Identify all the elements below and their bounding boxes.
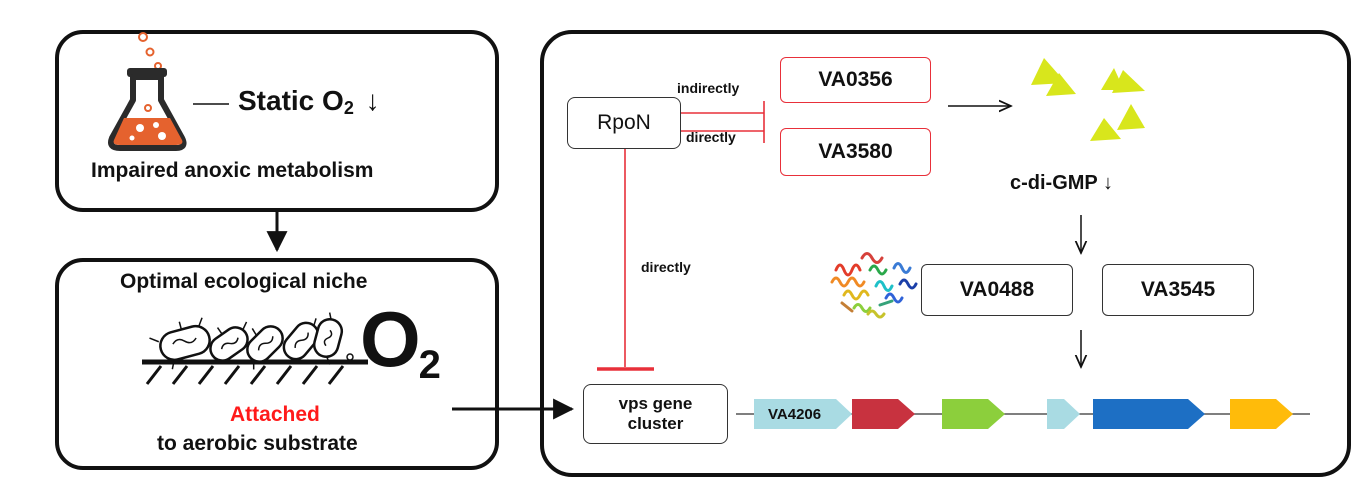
- down-arrow-icon: ↓: [365, 85, 380, 116]
- va0356-box: VA0356: [780, 57, 931, 103]
- static-o2-subscript: 2: [343, 98, 354, 118]
- niche-label: Optimal ecological niche: [120, 270, 368, 293]
- panel-static-o2: [55, 30, 499, 212]
- indirectly-label: indirectly: [677, 80, 740, 96]
- gene-red: [852, 399, 915, 429]
- substrate-label: to aerobic substrate: [157, 432, 358, 455]
- static-o2-label: Static O2 ↓: [238, 85, 380, 119]
- rpon-inhibition-lines: [597, 101, 765, 371]
- o2-large-text: O: [360, 295, 421, 383]
- o2-large-label: O2: [360, 300, 441, 404]
- bacteria-cells: [149, 312, 354, 370]
- o2-large-subscript: 2: [418, 343, 441, 387]
- gene-va4206: [754, 399, 852, 429]
- directly-side-label: directly: [641, 259, 691, 275]
- gene-lightblue-small: [1047, 399, 1080, 429]
- c-di-gmp-label: c-di-GMP ↓: [1010, 172, 1113, 194]
- gene-blue: [1093, 399, 1205, 429]
- va3545-box: VA3545: [1102, 264, 1254, 316]
- c-di-gmp-triangles: [1031, 58, 1145, 141]
- static-o2-text: Static O: [238, 85, 344, 116]
- vps-gene-cluster-box: vps gene cluster: [583, 384, 728, 444]
- va4206-label: VA4206: [768, 406, 822, 423]
- flask-icon: [108, 32, 187, 151]
- rpon-box: RpoN: [567, 97, 681, 149]
- protein-structure-icon: [830, 252, 918, 319]
- gene-orange: [1230, 399, 1293, 429]
- directly-top-label: directly: [686, 129, 736, 145]
- panel-pathway: [540, 30, 1351, 477]
- va3580-box: VA3580: [780, 128, 931, 176]
- gene-green: [942, 399, 1005, 429]
- va0488-box: VA0488: [921, 264, 1073, 316]
- impaired-metabolism-label: Impaired anoxic metabolism: [91, 159, 374, 182]
- attached-label: Attached: [230, 403, 320, 426]
